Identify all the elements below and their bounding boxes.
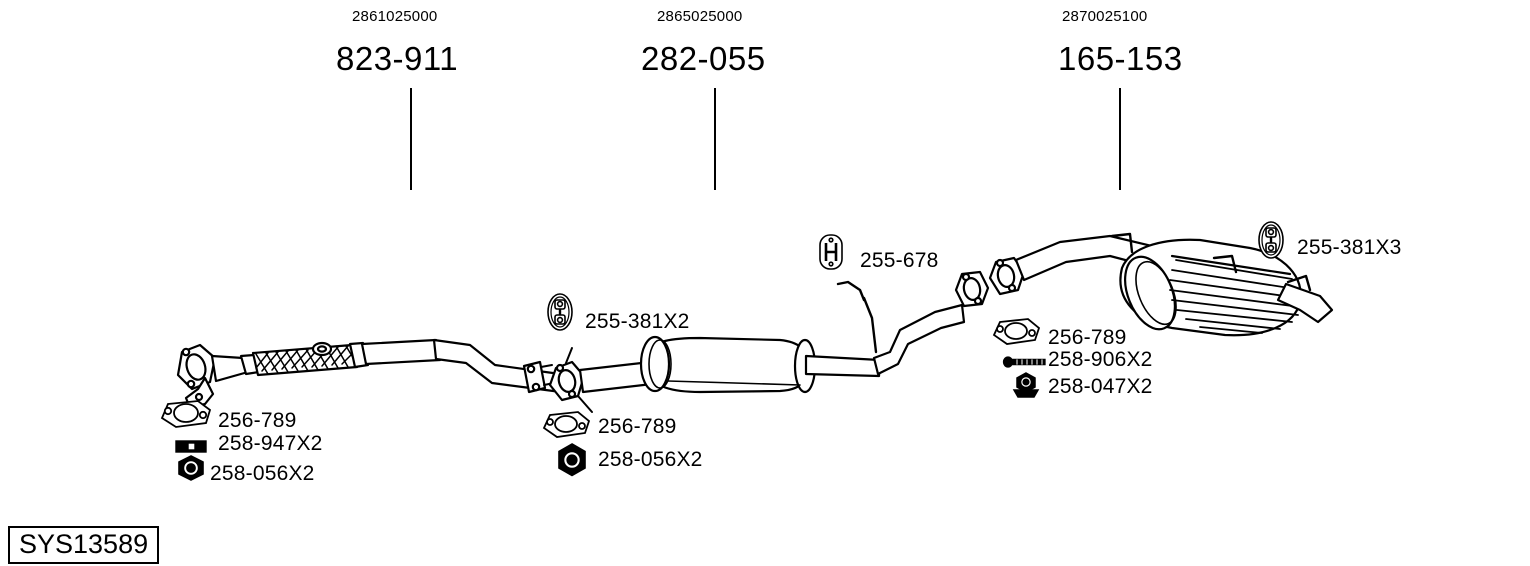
centre-silencer-body xyxy=(639,335,817,394)
leader-line-1 xyxy=(410,88,412,190)
part-label-mid-256-789: 256-789 xyxy=(598,415,677,438)
rubber-hanger-icon xyxy=(547,293,573,331)
hex-nut-icon xyxy=(558,443,586,477)
part-label-front-256-789: 256-789 xyxy=(218,409,297,432)
group-code-2: 2865025000 xyxy=(657,8,743,25)
group-number-3: 165-153 xyxy=(1058,40,1183,77)
gasket-icon xyxy=(992,318,1041,345)
group-number-1: 823-911 xyxy=(336,40,459,77)
part-label-255-678: 255-678 xyxy=(860,249,939,272)
bolt-icon xyxy=(1002,356,1046,368)
front-pipe-inlet-flange xyxy=(176,343,217,391)
part-label-rear-258-906x2: 258-906X2 xyxy=(1048,348,1153,371)
group-code-1: 2861025000 xyxy=(352,8,438,25)
rubber-hanger-icon xyxy=(1258,221,1284,259)
group-number-2: 282-055 xyxy=(641,40,766,77)
h-bracket-icon xyxy=(819,234,843,270)
gasket-icon xyxy=(542,411,591,438)
part-label-255-381x3: 255-381X3 xyxy=(1297,236,1402,259)
part-label-rear-256-789: 256-789 xyxy=(1048,326,1127,349)
part-label-mid-258-056x2: 258-056X2 xyxy=(598,448,703,471)
part-label-front-258-947x2: 258-947X2 xyxy=(218,432,323,455)
system-id-badge: SYS13589 xyxy=(8,526,160,565)
stud-nut-icon xyxy=(175,440,207,481)
gasket-icon xyxy=(160,400,212,428)
centre-inlet-flange xyxy=(548,347,593,413)
part-label-255-381x2: 255-381X2 xyxy=(585,310,690,333)
flex-pipe-section xyxy=(251,343,359,377)
leader-line-3 xyxy=(1119,88,1121,190)
group-code-3: 2870025100 xyxy=(1062,8,1148,25)
rear-silencer-body xyxy=(1119,238,1302,337)
part-label-rear-258-047x2: 258-047X2 xyxy=(1048,375,1153,398)
rear-inlet-flange xyxy=(988,256,1026,296)
flange-nut-icon xyxy=(1012,372,1040,398)
intermediate-outlet-flange xyxy=(954,270,990,308)
part-label-front-258-056x2: 258-056X2 xyxy=(210,462,315,485)
leader-line-2 xyxy=(714,88,716,190)
pipe-ring-clamp xyxy=(311,341,333,357)
front-pipe-outlet-flange xyxy=(522,360,555,394)
